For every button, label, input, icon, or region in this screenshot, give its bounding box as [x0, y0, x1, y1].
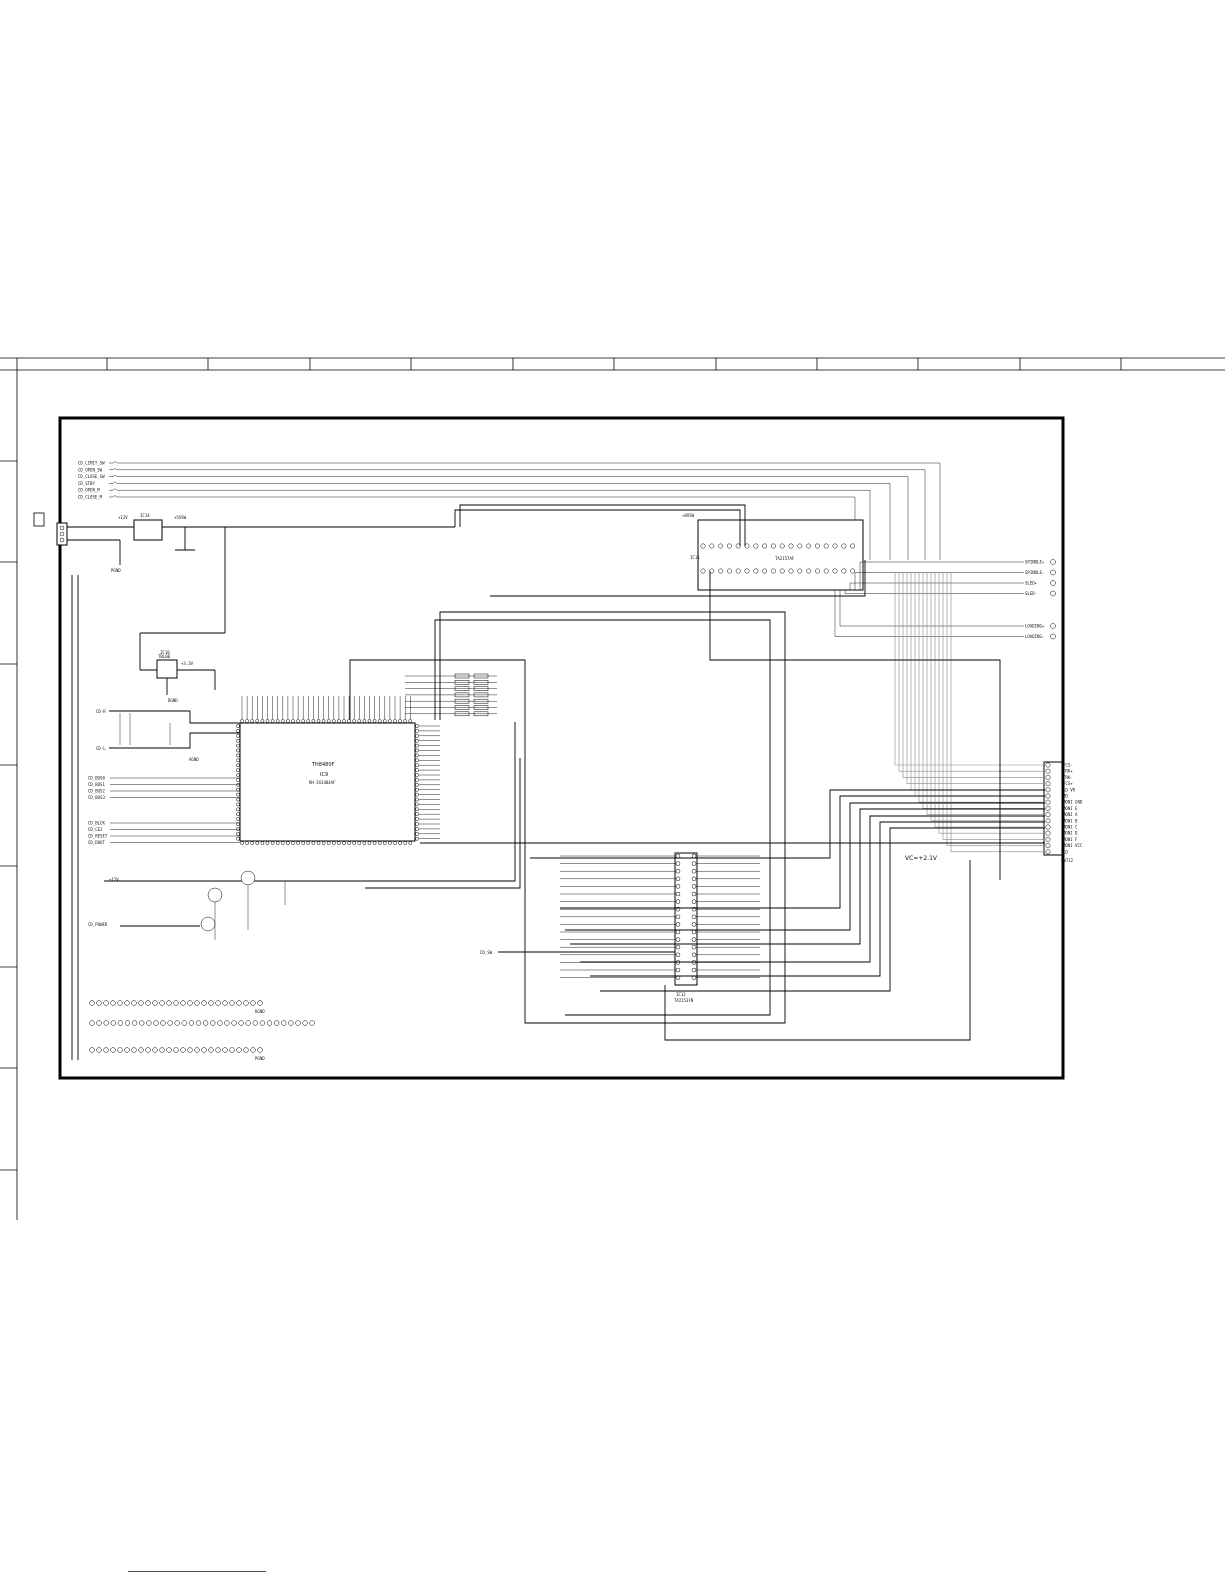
plus5v-label: +5VSW [174, 515, 187, 520]
pickup-pin-label: LD [1063, 849, 1068, 854]
dgnd-label: DGND [168, 698, 178, 703]
sheet-ruler [0, 357, 1225, 1220]
audio-outputs: CD-R CD-L AGND [96, 709, 240, 762]
bottom-connector-rows: DGND PGND [71, 575, 315, 1061]
agnd-label: AGND [189, 757, 199, 762]
bus-input-label: CD_BUS3 [88, 795, 105, 800]
pickup-pin-label: MONI B [1063, 818, 1078, 823]
ic11-part: TA2157AF [775, 556, 795, 561]
motor-out-label: LOADING- [1025, 634, 1044, 639]
ic12-ref: IC12 [676, 992, 686, 997]
svg-text:IC14: IC14 [140, 513, 150, 518]
ic12-rf: IC12 TA2153FN [560, 852, 760, 1003]
pickup-connector: CN712 VC=+2.1V FCS-TRK+TRK-FCS+LD VRPDMO… [894, 572, 1083, 863]
cd-sw-label: CD_SW [480, 950, 493, 955]
power-connector [56, 522, 68, 546]
row-gnd-label: DGND [255, 1009, 265, 1014]
pickup-pin-label: MONI F [1063, 837, 1078, 842]
top-input-label: CD_CLOSE_M [78, 495, 103, 500]
pickup-pin-label: MONI VCC [1063, 843, 1083, 848]
ic10-ref: IC10 [160, 650, 170, 655]
plus3v3-label: +3.3V [181, 661, 194, 666]
ident-box [33, 512, 45, 527]
ic9-part: TH8480F [311, 762, 335, 768]
ctrl-input-label: CD_DOUT [88, 840, 105, 845]
motor-out-label: SLED- [1025, 591, 1037, 596]
pickup-ref: CN712 [1061, 858, 1074, 863]
bus-input-label: CD_BUS2 [88, 789, 105, 794]
footer-link-underline[interactable] [128, 1571, 266, 1572]
pickup-pin-label: TRK+ [1063, 769, 1073, 774]
motor-out-label: SPINDLE- [1025, 570, 1044, 575]
regulator-block: IC14 PGND +5VSW +12V [67, 513, 455, 670]
cap-ladder [405, 673, 497, 717]
ic11-power: +8VSW [682, 513, 695, 518]
ic9-main: TH8480F IC9 RH-IX3484AF [236, 696, 440, 845]
cd-power-label: CD_POWER [88, 922, 108, 927]
ic11-driver: +8VSW IC11 TA2157AF [682, 513, 864, 591]
ctrl-input-label: CD_CE2 [88, 827, 103, 832]
plus12v-label: +12V [118, 515, 128, 520]
top-input-label: CD_OPEN_SW [78, 467, 103, 472]
ic12-part: TA2153FN [674, 998, 694, 1003]
motor-out-label: SPINDLE+ [1025, 560, 1045, 565]
pickup-pin-label: MONI A [1063, 812, 1078, 817]
bus-input-label: CD_BUS0 [88, 776, 105, 781]
ic10-part: TBL00 [158, 654, 171, 659]
pickup-pin-label: MONI GND [1063, 800, 1083, 805]
cd-r-label: CD-R [96, 709, 106, 714]
pickup-pin-label: PD [1063, 794, 1068, 799]
ic9-part2: RH-IX3484AF [309, 780, 336, 785]
top-input-label: CD_CLOSE_SW [78, 474, 105, 479]
bus-input-label: CD_BUS1 [88, 782, 105, 787]
pickup-pin-label: FCS+ [1063, 781, 1073, 786]
pickup-pin-label: MONI E [1063, 806, 1078, 811]
ctrl-input-label: CD_BLCK [88, 821, 105, 826]
pickup-pin-label: MONI C [1063, 825, 1078, 830]
pickup-pin-label: LD VR [1063, 787, 1076, 792]
pickup-pin-label: TRK- [1063, 775, 1073, 780]
motor-outputs: SPINDLE+ SPINDLE- SLED+ SLED- LOADING+ LOADIN… [834, 559, 1056, 640]
pickup-pin-label: FCS- [1063, 763, 1073, 768]
row-gnd-label: PGND [255, 1056, 265, 1061]
ic9-ref: IC9 [320, 772, 328, 778]
ic11-ref: IC11 [690, 555, 700, 560]
ic10-regulator: IC10 TBL00 +3.3V DGND [140, 650, 216, 703]
cd-l-label: CD-L [96, 746, 106, 751]
ctrl-input-label: CD_RESET [88, 834, 108, 839]
top-input-label: CD_LIMIT_SW [78, 461, 105, 466]
pgnd-label: PGND [111, 568, 121, 573]
motor-out-label: LOADING+ [1025, 624, 1045, 629]
board-frame [58, 416, 1065, 1080]
plus12v-out-label: +12V [109, 877, 119, 882]
pickup-pin-label: MONI D [1063, 831, 1078, 836]
motor-out-label: SLED+ [1025, 581, 1038, 586]
top-input-label: CD_STBY [78, 481, 95, 486]
top-input-label: CD_OPEN_M [78, 488, 100, 493]
signal-wires [315, 504, 1045, 1041]
vc-note: VC=+2.1V [905, 855, 938, 862]
